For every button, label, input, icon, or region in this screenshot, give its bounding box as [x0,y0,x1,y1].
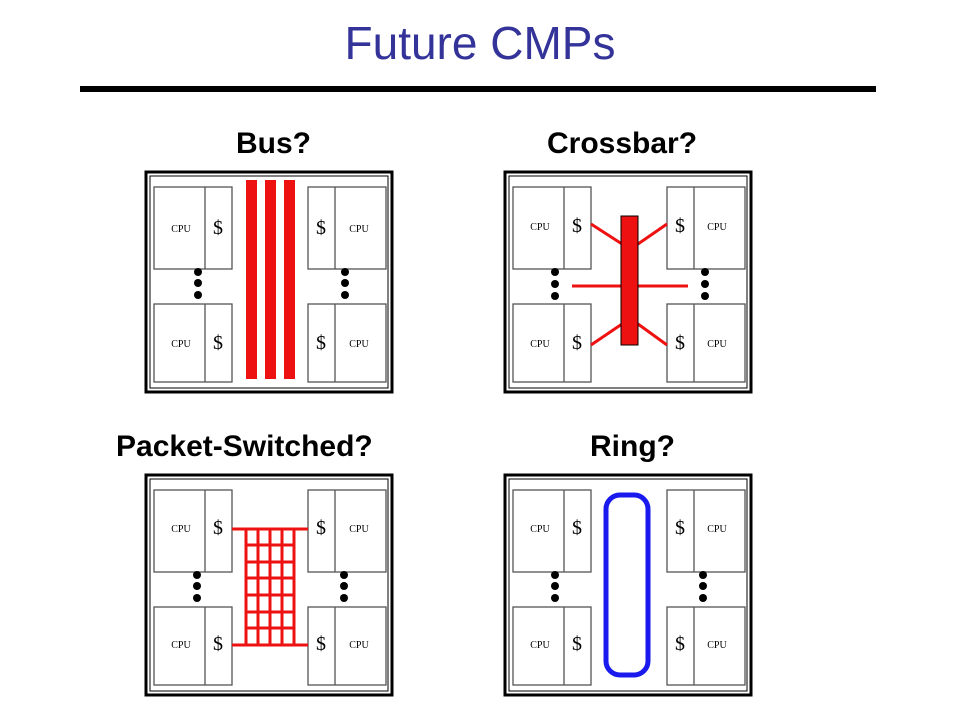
packet-switched-panel: CPU $ CPU $ $ CPU $ CPU [144,473,394,697]
crossbar-panel: CPU $ CPU $ $ CPU $ CPU [503,170,753,394]
cpu-label: CPU [707,339,727,350]
cache-label: $ [316,332,326,354]
cpu-cache-unit: $ CPU [666,606,746,686]
cpu-cache-unit: $ CPU [666,303,746,383]
label-ring: Ring? [590,430,675,463]
ellipsis-dots [551,571,707,602]
ring-panel: CPU $ CPU $ $ CPU $ CPU [503,473,753,697]
slide-title: Future CMPs [344,17,616,69]
ellipsis-dots [194,268,349,299]
cpu-cache-unit: CPU $ [153,606,233,686]
ring-interconnect [603,492,651,678]
cpu-label: CPU [530,640,550,651]
cpu-label: CPU [171,640,191,651]
cpu-cache-unit: $ CPU [307,489,387,573]
cache-label: $ [675,215,685,237]
cpu-cache-unit: CPU $ [512,606,592,686]
cpu-cache-unit: $ CPU [666,186,746,270]
cache-label: $ [572,215,582,237]
cpu-cache-unit: CPU $ [153,186,233,270]
cpu-label: CPU [349,640,369,651]
cpu-label: CPU [530,339,550,350]
ellipsis-dots [551,268,709,300]
bus-lines [246,180,295,379]
cpu-cache-unit: CPU $ [512,303,592,383]
ellipsis-dots [193,571,348,602]
cache-label: $ [213,633,223,655]
cpu-cache-unit: $ CPU [307,186,387,270]
title-underline [80,86,876,92]
cache-label: $ [316,517,326,539]
cpu-label: CPU [349,224,369,235]
cache-label: $ [316,633,326,655]
cpu-label: CPU [530,524,550,535]
label-crossbar: Crossbar? [547,127,698,160]
cpu-label: CPU [171,224,191,235]
cpu-label: CPU [530,222,550,233]
crossbar-switch [620,215,639,346]
cpu-label: CPU [707,640,727,651]
cache-label: $ [572,332,582,354]
cpu-label: CPU [349,524,369,535]
cache-label: $ [213,217,223,239]
cache-label: $ [572,633,582,655]
mesh-network [232,527,308,647]
cache-label: $ [213,332,223,354]
cpu-label: CPU [171,339,191,350]
cache-label: $ [572,517,582,539]
cache-label: $ [675,633,685,655]
cpu-cache-unit: $ CPU [307,606,387,686]
cache-label: $ [675,332,685,354]
cpu-cache-unit: CPU $ [153,489,233,573]
cpu-label: CPU [707,222,727,233]
cpu-cache-unit: CPU $ [153,303,233,383]
cpu-cache-unit: $ CPU [666,489,746,573]
crossbar-links [572,222,688,347]
cache-label: $ [675,517,685,539]
cpu-label: CPU [171,524,191,535]
cache-label: $ [316,217,326,239]
cpu-cache-unit: CPU $ [512,489,592,573]
cache-label: $ [213,517,223,539]
bus-panel: CPU $ CPU $ $ CPU $ CPU [144,170,394,394]
label-bus: Bus? [236,127,311,160]
cpu-cache-unit: $ CPU [307,303,387,383]
cpu-label: CPU [349,339,369,350]
cpu-cache-unit: CPU $ [512,186,592,270]
cpu-label: CPU [707,524,727,535]
label-packet-switched: Packet-Switched? [116,430,373,463]
